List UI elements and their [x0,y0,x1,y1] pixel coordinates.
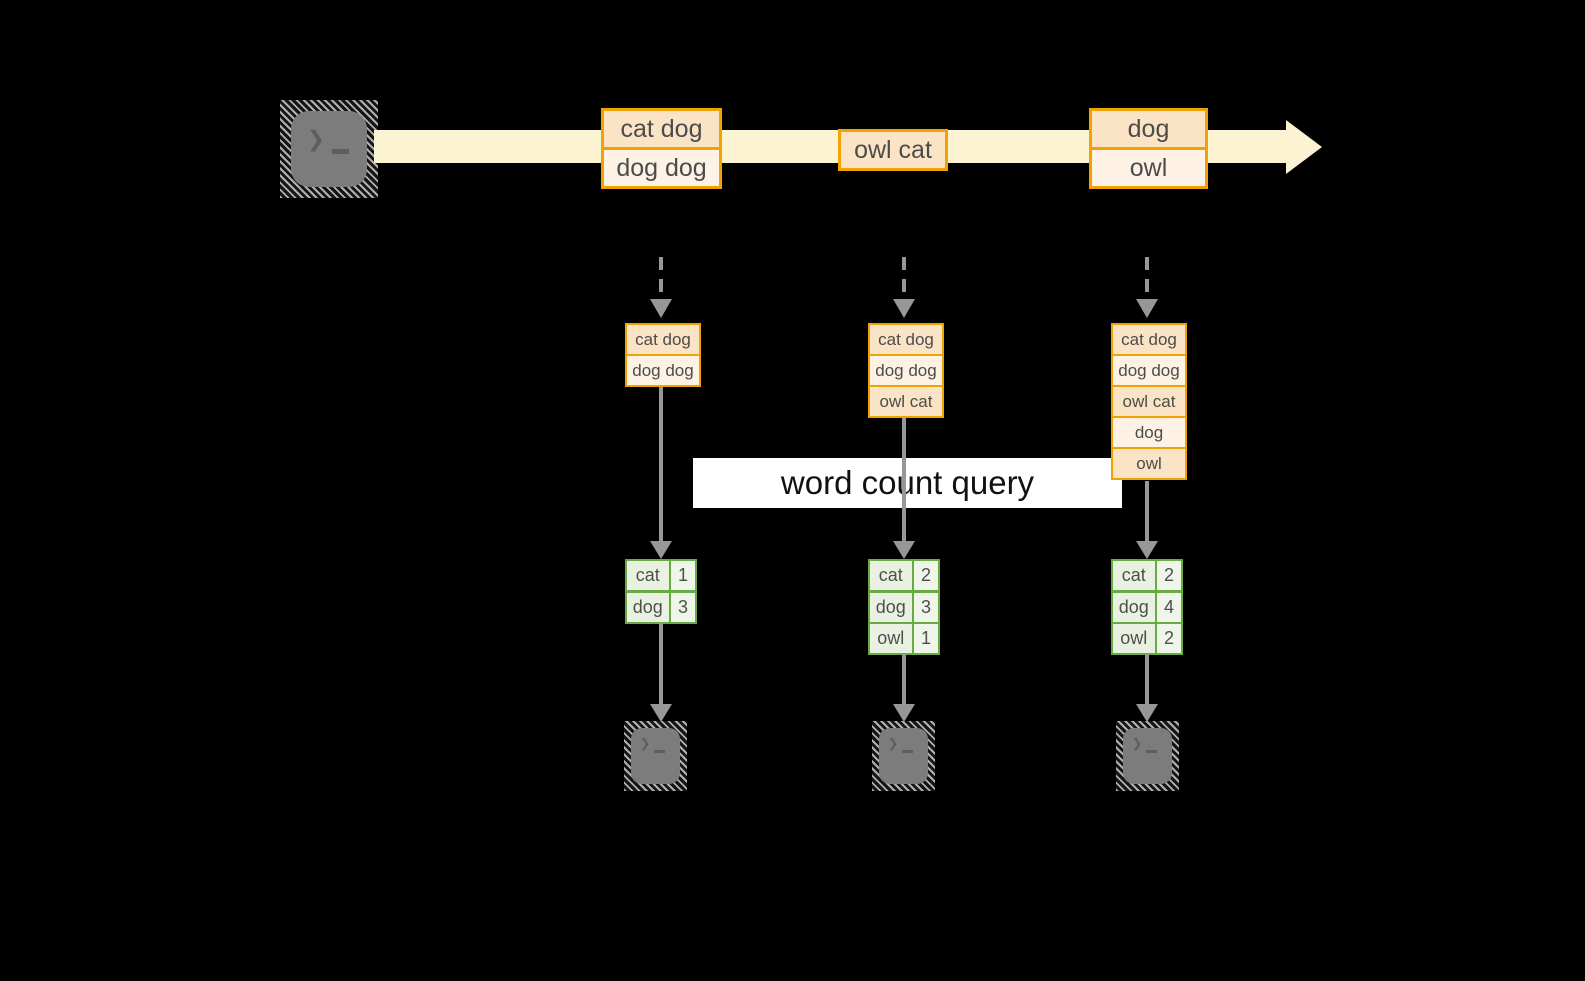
prompt-underscore-icon [332,149,350,154]
prompt-underscore-icon [1146,750,1158,753]
word-cell: owl [870,624,912,653]
word-cell: owl [1113,624,1155,653]
event-stream-arrowhead-icon [1286,120,1322,174]
prompt-chevron-icon: ❯ [1132,734,1143,754]
count-cell: 1 [914,624,938,653]
stack-record: dog dog [870,354,942,385]
prompt-underscore-icon [654,750,666,753]
query-arrowhead-icon [893,541,915,559]
count-cell: 2 [914,561,938,590]
sink-terminal-icon-3: ❯ [1116,721,1179,791]
ingest-arrow-line [1145,257,1149,301]
stream-batch-1: cat dog dog dog [601,108,722,189]
word-count-table-3: cat 2 dog 4 owl 2 [1111,559,1183,655]
stream-record: dog [1092,111,1205,147]
stack-record: dog dog [1113,354,1185,385]
prompt-chevron-icon: ❯ [888,734,899,754]
word-cell: cat [1113,561,1155,590]
query-arrowhead-icon [1136,541,1158,559]
ingest-arrowhead-icon [893,299,915,318]
stack-record: cat dog [627,325,699,354]
source-terminal-icon: ❯ [280,100,378,198]
record-stack-2: cat dog dog dog owl cat [868,323,944,418]
ingest-arrowhead-icon [1136,299,1158,318]
stream-batch-2: owl cat [838,129,948,171]
query-arrowhead-icon [650,541,672,559]
record-stack-3: cat dog dog dog owl cat dog owl [1111,323,1187,480]
count-cell: 2 [1157,561,1181,590]
stream-record: owl cat [841,132,945,168]
stream-record: cat dog [604,111,719,147]
output-arrowhead-icon [893,704,915,722]
word-cell: cat [627,561,669,590]
query-arrow-line [1145,481,1149,542]
record-stack-1: cat dog dog dog [625,323,701,387]
count-cell: 3 [671,592,695,622]
prompt-chevron-icon: ❯ [307,122,326,157]
query-label-text: word count query [780,464,1035,501]
word-cell: dog [870,592,912,622]
output-arrowhead-icon [1136,704,1158,722]
sink-terminal-icon-2: ❯ [872,721,935,791]
stream-record: owl [1092,147,1205,186]
stack-record: cat dog [1113,325,1185,354]
prompt-underscore-icon [902,750,914,753]
word-count-table-1: cat 1 dog 3 [625,559,697,624]
count-cell: 1 [671,561,695,590]
word-count-query-label: word count query [693,458,1122,508]
output-arrow-line [659,623,663,706]
ingest-arrow-line [902,257,906,301]
stack-record: dog [1113,416,1185,447]
stack-record: owl cat [870,385,942,416]
stack-record: owl cat [1113,385,1185,416]
stream-record: dog dog [604,147,719,186]
ingest-arrow-line [659,257,663,301]
terminal-screen: ❯ [1123,728,1172,784]
terminal-screen: ❯ [291,111,367,187]
stream-batch-3: dog owl [1089,108,1208,189]
query-arrow-line [902,418,906,542]
count-cell: 4 [1157,592,1181,622]
terminal-screen: ❯ [631,728,680,784]
output-arrow-line [902,654,906,706]
output-arrow-line [1145,654,1149,706]
query-arrow-line [659,386,663,542]
prompt-chevron-icon: ❯ [640,734,651,754]
stack-record: owl [1113,447,1185,478]
word-cell: dog [1113,592,1155,622]
sink-terminal-icon-1: ❯ [624,721,687,791]
output-arrowhead-icon [650,704,672,722]
count-cell: 3 [914,592,938,622]
word-count-table-2: cat 2 dog 3 owl 1 [868,559,940,655]
ingest-arrowhead-icon [650,299,672,318]
stack-record: dog dog [627,354,699,385]
terminal-screen: ❯ [879,728,928,784]
word-cell: dog [627,592,669,622]
word-cell: cat [870,561,912,590]
stack-record: cat dog [870,325,942,354]
count-cell: 2 [1157,624,1181,653]
